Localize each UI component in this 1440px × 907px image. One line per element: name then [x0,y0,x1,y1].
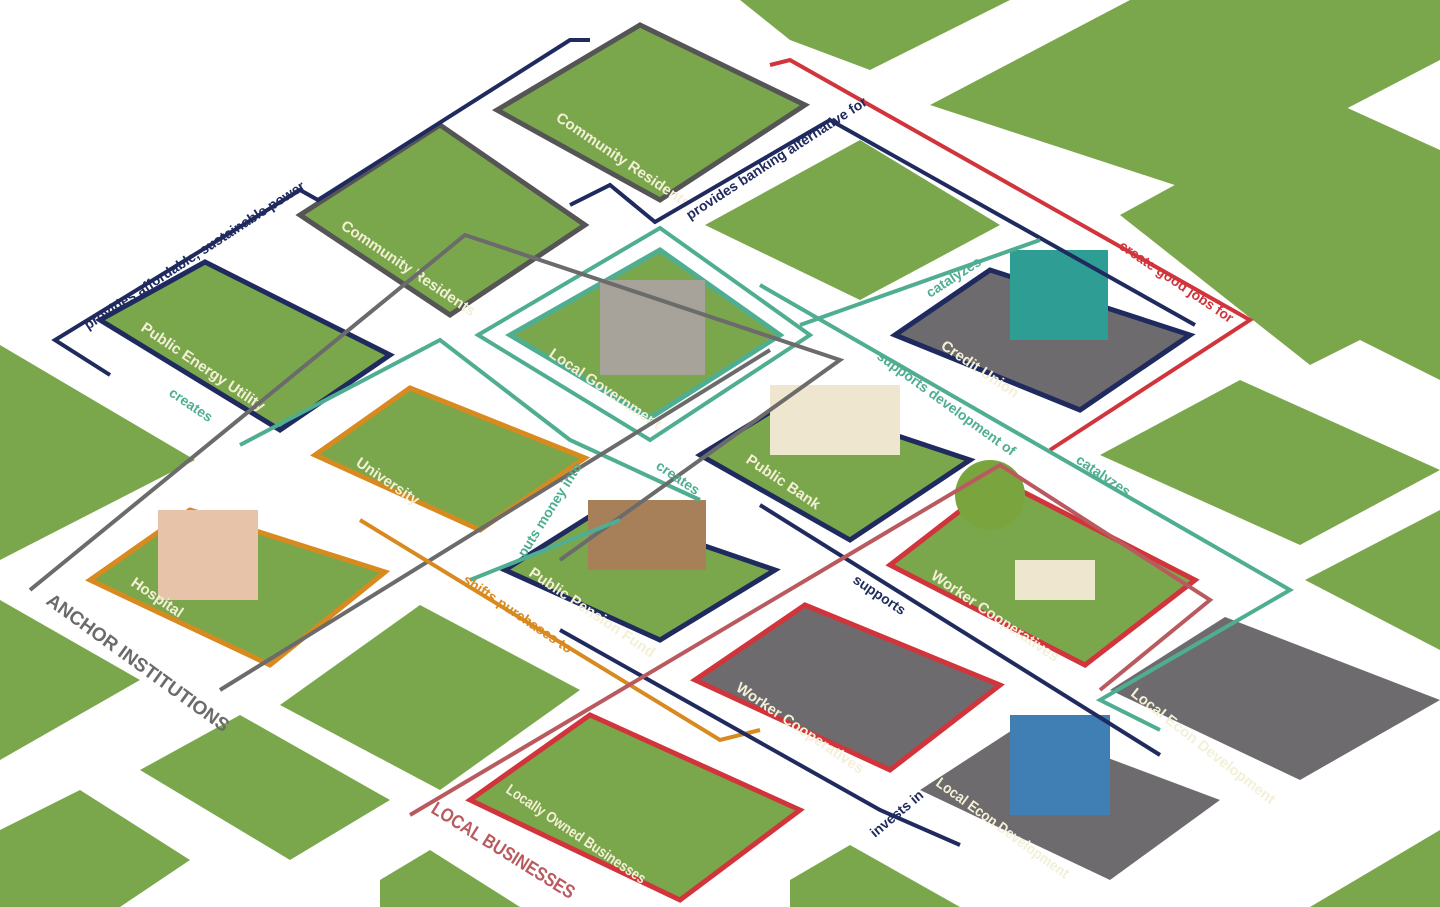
government-building-icon [600,280,705,375]
connector-label-invests-in: invests in [867,787,927,841]
credit-union-building-icon [1010,250,1108,340]
pension-building-icon [588,500,706,570]
connector-paths [28,38,1295,847]
tile-local-econ-development-1[interactable]: Local Econ Development [1110,617,1440,808]
tile-hospital[interactable]: Hospital [85,507,391,668]
tile-worker-cooperatives-2[interactable]: Worker Cooperatives [689,602,1005,778]
office-building-icon [1010,715,1110,815]
tile-community-residents-apartments[interactable]: Community Residents [295,121,590,320]
park-tile [705,140,1000,300]
tile-public-bank[interactable]: Public Bank [695,385,976,543]
tree-icon [955,460,1025,530]
hospital-building-icon [158,510,258,600]
barn-icon [1015,560,1095,600]
tile-local-econ-development-2[interactable]: Local Econ Development [920,715,1220,882]
tile-community-residents-houses[interactable]: Community Residents [491,22,811,212]
tile-local-government[interactable]: Local Government [474,225,814,443]
connector-label-creates-1: creates [166,384,216,425]
